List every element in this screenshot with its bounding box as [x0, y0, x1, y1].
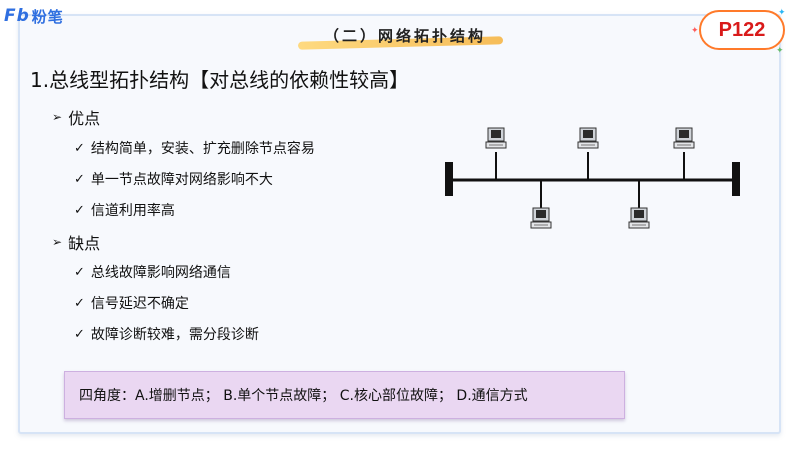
computer-icon	[485, 127, 507, 149]
check-icon: ✓	[74, 326, 85, 342]
list-item: ✓ 故障诊断较难，需分段诊断	[74, 324, 259, 344]
header-title: （二）网络拓扑结构	[323, 26, 486, 45]
check-icon: ✓	[74, 171, 85, 187]
list-item: ✓ 信号延迟不确定	[74, 293, 189, 313]
terminator-left	[445, 162, 453, 196]
sparkle-icon: ✦	[776, 46, 784, 56]
check-icon: ✓	[74, 295, 85, 311]
list-item: ✓ 单一节点故障对网络影响不大	[74, 169, 273, 189]
sparkle-icon: ✦	[778, 8, 786, 18]
computer-icon	[530, 207, 552, 229]
list-item: ✓ 总线故障影响网络通信	[74, 262, 231, 282]
check-icon: ✓	[74, 264, 85, 280]
bus-topology-diagram	[445, 127, 740, 229]
sparkle-icon: ✦	[691, 26, 699, 36]
main-title: 1.总线型拓扑结构【对总线的依赖性较高】	[30, 68, 410, 92]
triangle-right-icon: ➢	[52, 110, 63, 124]
check-icon: ✓	[74, 202, 85, 218]
brand-mark: Fb	[4, 6, 30, 26]
computer-icon	[673, 127, 695, 149]
check-icon: ✓	[74, 140, 85, 156]
section-label: 缺点	[68, 234, 101, 253]
section-advantages: ➢ 优点	[52, 105, 100, 129]
list-item: ✓ 结构简单，安装、扩充删除节点容易	[74, 138, 315, 158]
summary-box: 四角度：A.增删节点； B.单个节点故障； C.核心部位故障； D.通信方式	[64, 371, 625, 419]
list-item-text: 信号延迟不确定	[90, 296, 189, 312]
list-item-text: 结构简单，安装、扩充删除节点容易	[90, 141, 315, 157]
list-item: ✓ 信道利用率高	[74, 200, 175, 220]
page-badge: P122	[699, 10, 785, 50]
computer-icon	[628, 207, 650, 229]
brand-name: 粉笔	[31, 7, 64, 26]
section-disadvantages: ➢ 缺点	[52, 230, 100, 254]
list-item-text: 信道利用率高	[90, 203, 175, 219]
list-item-text: 单一节点故障对网络影响不大	[90, 172, 273, 188]
list-item-text: 总线故障影响网络通信	[90, 265, 231, 281]
brand-logo: Fb 粉笔	[4, 6, 64, 26]
computer-icon	[577, 127, 599, 149]
section-label: 优点	[68, 109, 101, 128]
terminator-right	[732, 162, 740, 196]
list-item-text: 故障诊断较难，需分段诊断	[90, 327, 259, 343]
triangle-right-icon: ➢	[52, 235, 63, 249]
slide-frame	[18, 14, 781, 434]
